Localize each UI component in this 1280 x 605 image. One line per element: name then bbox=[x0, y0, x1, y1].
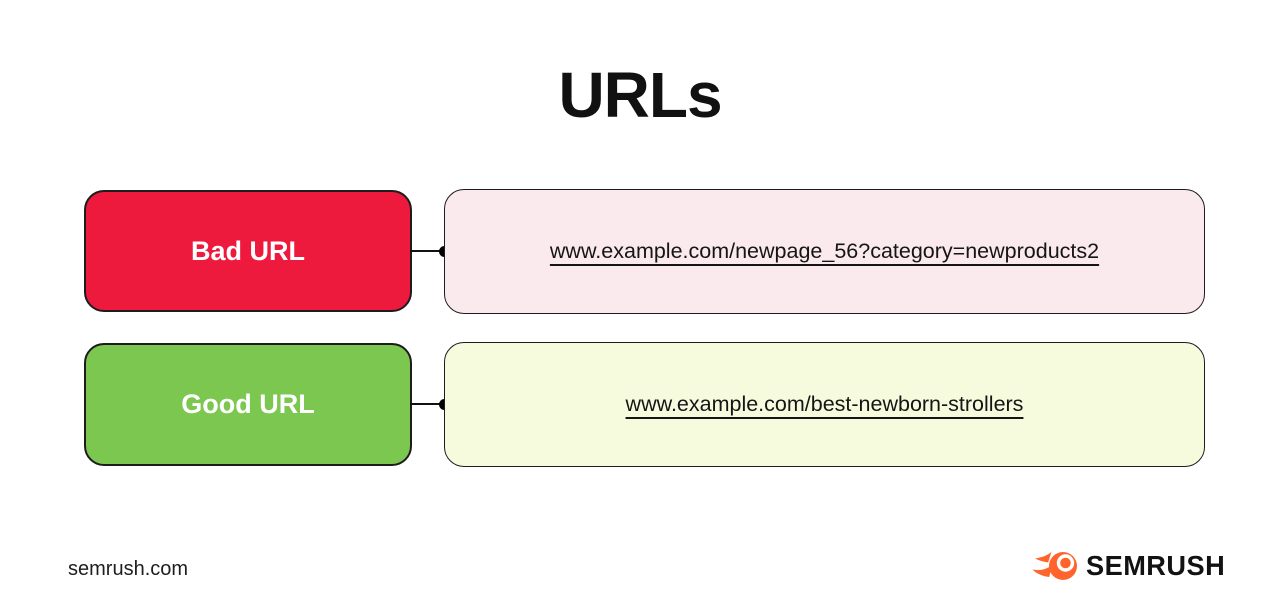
bad-url-label: Bad URL bbox=[191, 235, 305, 266]
bad-url-link[interactable]: www.example.com/newpage_56?category=newp… bbox=[549, 239, 1100, 263]
semrush-logo: SEMRUSH bbox=[1032, 549, 1230, 583]
good-url-label: Good URL bbox=[181, 389, 315, 419]
good-url-link[interactable]: www.example.com/best-newborn-strollers bbox=[625, 392, 1024, 416]
semrush-wordmark: SEMRUSH bbox=[1086, 550, 1226, 581]
good-url-label-box: Good URL bbox=[84, 343, 412, 466]
source-site-label: semrush.com bbox=[68, 558, 189, 580]
bad-url-label-box: Bad URL bbox=[84, 190, 412, 312]
bad-url-panel: www.example.com/newpage_56?category=newp… bbox=[444, 189, 1205, 314]
good-connector-line bbox=[410, 403, 446, 405]
good-url-panel: www.example.com/best-newborn-strollers bbox=[444, 342, 1205, 467]
bad-connector-line bbox=[410, 250, 446, 252]
semrush-flame-icon bbox=[1032, 549, 1078, 583]
page-title: URLs bbox=[558, 59, 722, 131]
